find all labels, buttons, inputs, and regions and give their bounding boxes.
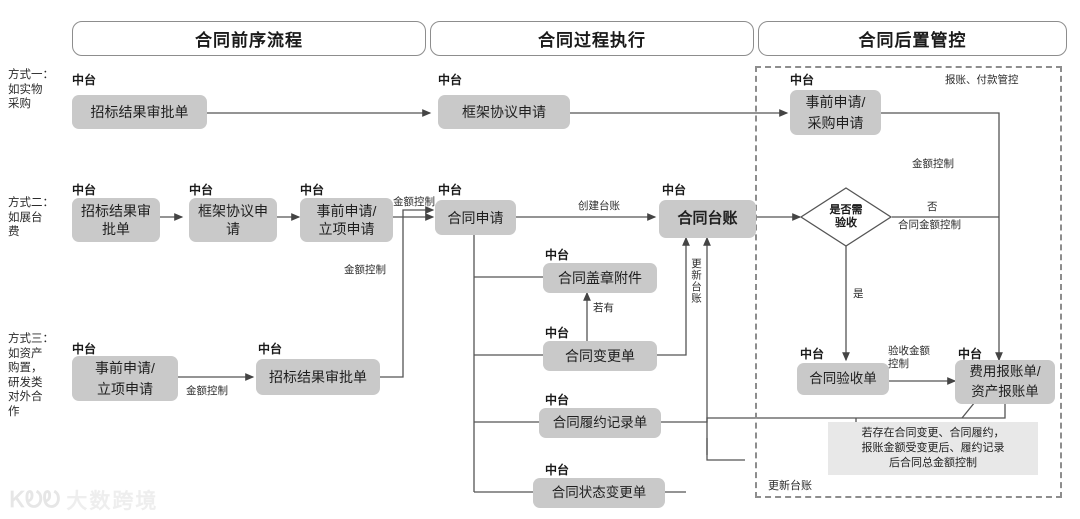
caption-n1-bid-approval: 中台 — [72, 73, 97, 87]
node-contract-change-order[interactable]: 合同变更单 — [543, 341, 657, 371]
watermark: ᏦᎧᎧ 大数跨境 — [10, 485, 158, 515]
node-contract-application[interactable]: 合同申请 — [435, 200, 516, 235]
node-pre-apply-purchase-apply[interactable]: 事前申请/ 采购申请 — [790, 90, 881, 135]
phase-header-2: 合同过程执行 — [430, 21, 754, 56]
node-contract-ledger[interactable]: 合同台账 — [659, 200, 756, 238]
zone-footer-update-ledger: 更新台账 — [768, 480, 812, 492]
row-label-method-2: 方式二： 如展台 费 — [8, 197, 54, 238]
post-contract-control-zone — [755, 66, 1062, 498]
row-label-method-1: 方式一： 如实物 采购 — [8, 69, 54, 110]
phase-header-2-label: 合同过程执行 — [538, 31, 646, 50]
node-contract-acceptance-order[interactable]: 合同验收单 — [797, 363, 889, 395]
phase-header-1-label: 合同前序流程 — [195, 31, 303, 50]
decision-need-acceptance[interactable]: 是否需 验收 — [799, 187, 893, 247]
caption-n2-contract-ledger: 中台 — [662, 183, 687, 197]
edge-label-acceptance-amount-control: 验收金额 控制 — [888, 345, 930, 370]
caption-m-seal-attachment: 中台 — [545, 248, 570, 262]
caption-m-performance-record: 中台 — [545, 393, 570, 407]
caption-n1-pre-purchase: 中台 — [790, 73, 815, 87]
caption-n2-pre-project: 中台 — [300, 183, 325, 197]
caption-m-change-order: 中台 — [545, 326, 570, 340]
node-expense-asset-reimbursement[interactable]: 费用报账单/ 资产报账单 — [955, 360, 1055, 404]
caption-m-status-change: 中台 — [545, 463, 570, 477]
decision-branch-no: 否 — [927, 201, 938, 213]
edge-label-amount-control-3: 金额控制 — [186, 385, 228, 397]
caption-n3-bid-approval: 中台 — [258, 342, 283, 356]
node-contract-status-change-order[interactable]: 合同状态变更单 — [533, 478, 665, 508]
node-contract-performance-record[interactable]: 合同履约记录单 — [539, 408, 661, 438]
caption-n2-bid-approval: 中台 — [72, 183, 97, 197]
watermark-text: 大数跨境 — [66, 490, 159, 513]
phase-header-3-label: 合同后置管控 — [858, 31, 967, 50]
caption-r-reimbursement: 中台 — [958, 347, 983, 361]
edge-label-if-exists: 若有 — [593, 302, 614, 314]
node-bid-result-approval-row3[interactable]: 招标结果审批单 — [256, 359, 380, 395]
node-framework-agreement-row2[interactable]: 框架协议申 请 — [189, 198, 277, 242]
caption-n2-contract-apply: 中台 — [438, 183, 463, 197]
note-amount-control-rule: 若存在合同变更、合同履约， 报账金额受变更后、履约记录 后合同总金额控制 — [828, 422, 1038, 475]
node-bid-result-approval-row1[interactable]: 招标结果审批单 — [72, 95, 207, 129]
row-label-method-3: 方式三： 如资产 购置， 研发类 对外合 作 — [8, 333, 54, 418]
edge-label-amount-control-right: 金额控制 — [912, 158, 954, 170]
node-contract-seal-attachment[interactable]: 合同盖章附件 — [543, 263, 657, 293]
node-pre-apply-project-apply-row2[interactable]: 事前申请/ 立项申请 — [300, 198, 393, 242]
edge-label-reimburse-payment-control: 报账、付款管控 — [945, 74, 1019, 86]
edge-label-contract-amount-control: 合同金额控制 — [898, 219, 961, 231]
diamond-shape — [799, 187, 893, 247]
caption-n3-pre-project: 中台 — [72, 342, 97, 356]
decision-label: 是否需 验收 — [829, 204, 863, 229]
phase-header-3: 合同后置管控 — [758, 21, 1067, 56]
node-framework-agreement-row1[interactable]: 框架协议申请 — [438, 95, 570, 129]
caption-r-acceptance: 中台 — [800, 347, 825, 361]
caption-n2-framework: 中台 — [189, 183, 214, 197]
edge-label-update-ledger: 更新台账 — [690, 258, 702, 304]
edge-label-create-ledger: 创建台账 — [578, 200, 620, 212]
edge-label-amount-control-2: 金额控制 — [344, 264, 386, 276]
caption-n1-framework: 中台 — [438, 73, 463, 87]
decision-branch-yes: 是 — [853, 288, 864, 300]
node-pre-apply-project-apply-row3[interactable]: 事前申请/ 立项申请 — [72, 356, 178, 401]
edge-label-amount-control-1: 金额控制 — [393, 196, 435, 208]
watermark-logo-icon: ᏦᎧᎧ — [10, 487, 61, 513]
node-bid-result-approval-row2[interactable]: 招标结果审 批单 — [72, 198, 160, 242]
phase-header-1: 合同前序流程 — [72, 21, 426, 56]
